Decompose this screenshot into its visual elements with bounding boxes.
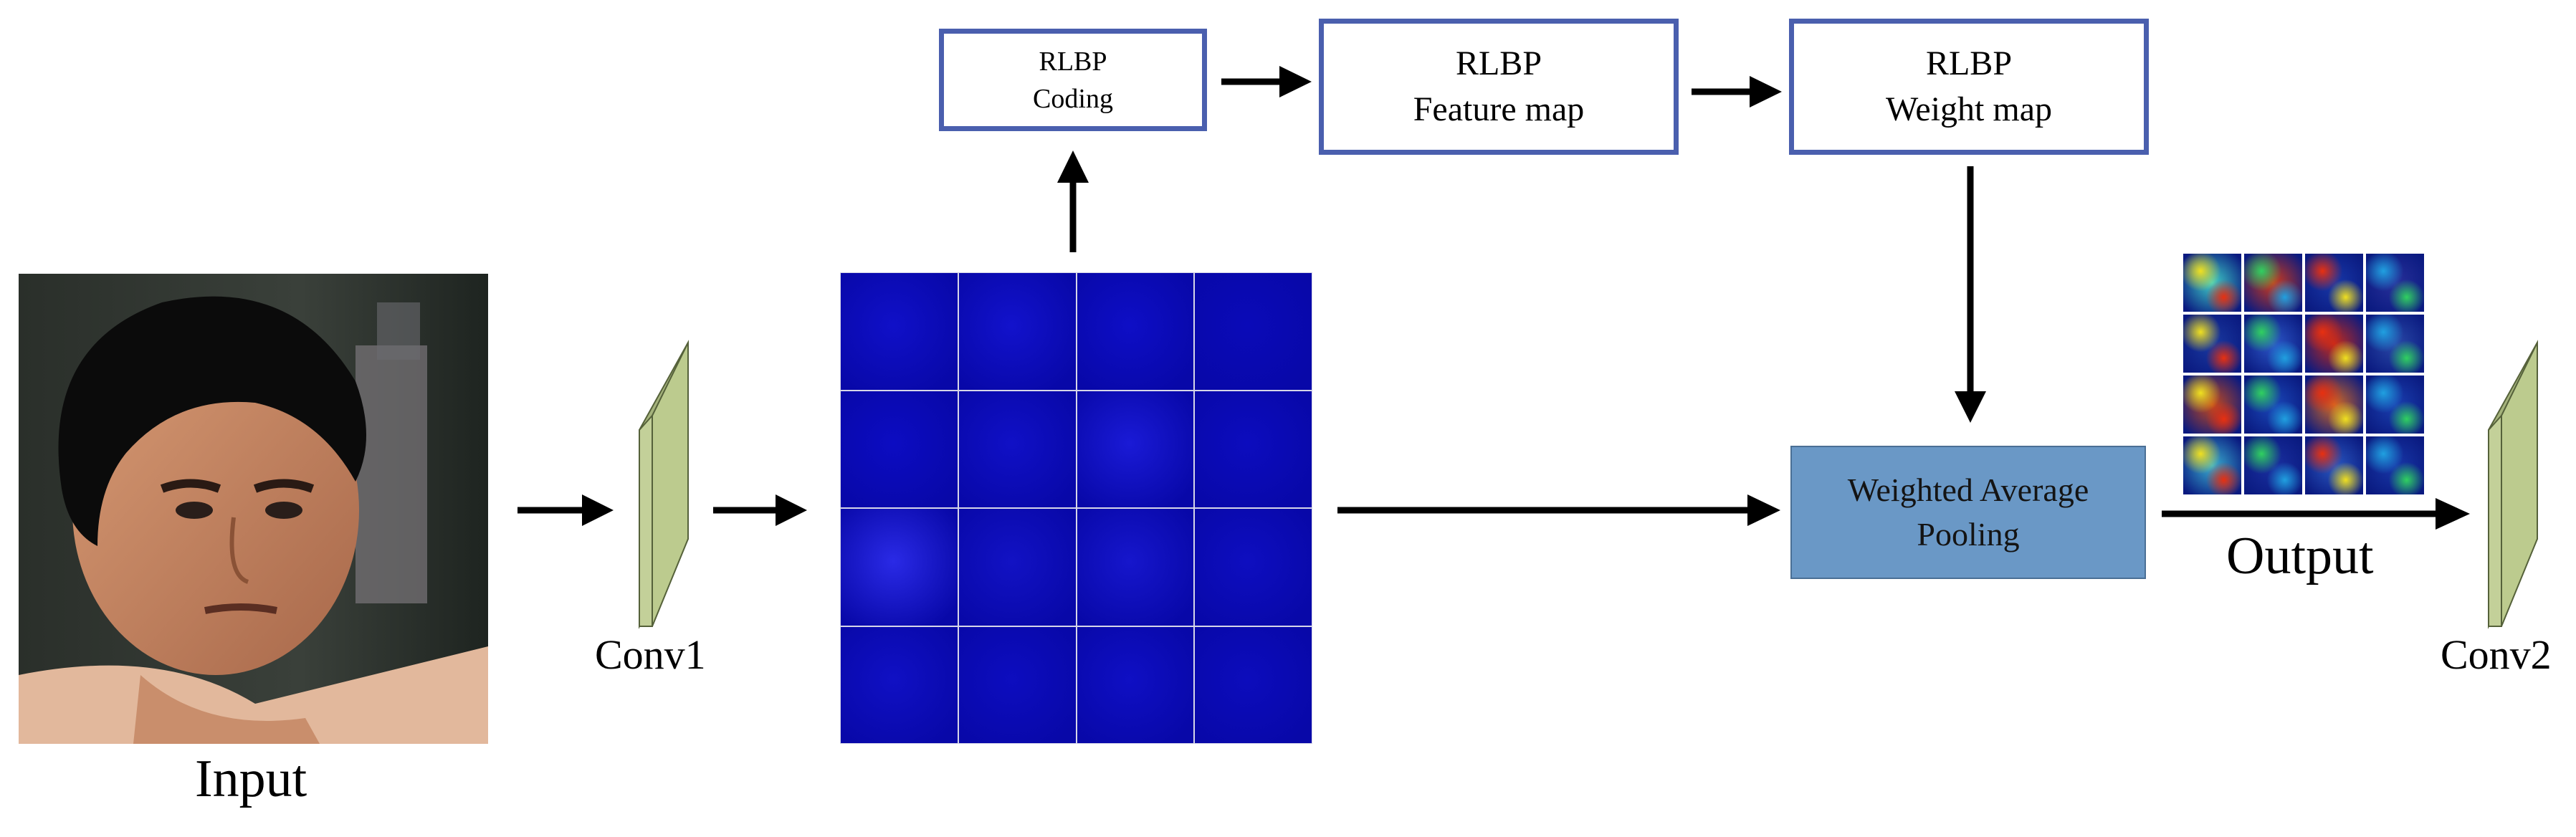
output-map-cell (2244, 254, 2302, 312)
feature-map-cell (841, 391, 958, 507)
output-map-cell (2183, 436, 2241, 494)
conv2-label: Conv2 (2441, 631, 2552, 678)
rlbp-weight-line2: Weight map (1885, 90, 2053, 128)
output-map-cell (2183, 315, 2241, 373)
conv1-label: Conv1 (595, 631, 706, 678)
rlbp-feature-line1: RLBP (1455, 44, 1542, 82)
input-face-image (19, 274, 488, 744)
output-map-cell (2183, 254, 2241, 312)
feature-map-cell (1077, 273, 1194, 390)
feature-map-cell (1195, 391, 1312, 507)
input-label: Input (195, 750, 307, 808)
output-label: Output (2226, 527, 2374, 585)
output-map-cell (2244, 376, 2302, 434)
feature-map-grid (840, 272, 1312, 744)
output-map-cell (2366, 254, 2424, 312)
output-map-cell (2366, 436, 2424, 494)
feature-map-cell (958, 509, 1076, 626)
output-map-cell (2244, 315, 2302, 373)
feature-map-cell (841, 626, 958, 743)
feature-map-cell (958, 391, 1076, 507)
output-map-cell (2244, 436, 2302, 494)
feature-map-cell (1077, 391, 1194, 507)
output-map-cell (2366, 315, 2424, 373)
feature-map-cell (958, 626, 1076, 743)
output-map-cell (2366, 376, 2424, 434)
output-feature-grid (2183, 254, 2424, 494)
rlbp-coding-line1: RLBP (1039, 46, 1107, 77)
conv2-layer (2488, 340, 2538, 629)
rlbp-feature-map-box: RLBP Feature map (1319, 19, 1679, 155)
feature-map-cell (1195, 509, 1312, 626)
weighted-average-pooling-box: Weighted Average Pooling (1790, 446, 2146, 579)
conv1-layer (639, 340, 689, 629)
output-map-cell (2305, 436, 2363, 494)
rlbp-coding-line2: Coding (1033, 83, 1113, 114)
feature-map-cell (1077, 626, 1194, 743)
output-map-cell (2183, 376, 2241, 434)
rlbp-feature-line2: Feature map (1413, 90, 1585, 128)
pooling-line1: Weighted Average (1847, 472, 2089, 508)
feature-map-cell (1195, 626, 1312, 743)
output-map-cell (2305, 376, 2363, 434)
rlbp-weight-map-box: RLBP Weight map (1789, 19, 2149, 155)
rlbp-weight-line1: RLBP (1925, 44, 2013, 82)
feature-map-cell (841, 509, 958, 626)
feature-map-cell (1195, 273, 1312, 390)
output-map-cell (2305, 254, 2363, 312)
face-illustration (19, 274, 488, 744)
feature-map-cell (841, 273, 958, 390)
rlbp-coding-box: RLBP Coding (939, 29, 1207, 131)
output-map-cell (2305, 315, 2363, 373)
feature-map-cell (1077, 509, 1194, 626)
feature-map-cell (958, 273, 1076, 390)
pooling-line2: Pooling (1917, 516, 2020, 553)
